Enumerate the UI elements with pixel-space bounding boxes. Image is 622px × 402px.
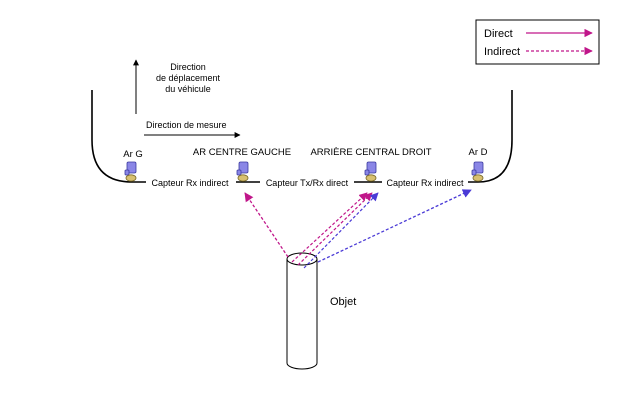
legend-indirect-label: Indirect xyxy=(484,46,520,58)
vehicle-direction-text-2: de déplacement xyxy=(156,73,221,83)
caption-capteur-txrx-direct: Capteur Tx/Rx direct xyxy=(266,178,349,188)
sensor-ar-g xyxy=(124,161,137,182)
caption-capteur-rx-indirect-right: Capteur Rx indirect xyxy=(386,178,464,188)
echo-paths xyxy=(244,189,472,269)
sensor-label-ar-g: Ar G xyxy=(123,149,143,160)
measure-direction-text: Direction de mesure xyxy=(146,120,227,130)
indirect-echo-right xyxy=(317,189,472,263)
sensor-ar-d xyxy=(471,161,484,182)
vehicle-outline xyxy=(91,90,513,183)
caption-capteur-rx-indirect-left: Capteur Rx indirect xyxy=(151,178,229,188)
indirect-echo-left xyxy=(244,192,289,258)
object-label: Objet xyxy=(330,296,356,308)
sensor-ar-centre-gauche xyxy=(236,161,249,182)
vehicle-direction-text-3: du véhicule xyxy=(165,84,211,94)
direct-echo-1 xyxy=(291,192,368,263)
vehicle-direction-text-1: Direction xyxy=(170,62,206,72)
sensor-label-ar-d: Ar D xyxy=(469,147,488,158)
direct-echo-3 xyxy=(303,192,379,269)
object-cylinder xyxy=(286,252,318,370)
legend: Direct Indirect xyxy=(475,19,600,65)
sensor-arriere-central-droit xyxy=(364,161,377,182)
sensor-label-arriere-central-droit: ARRIÈRE CENTRAL DROIT xyxy=(310,147,431,158)
sensor-label-ar-centre-gauche: AR CENTRE GAUCHE xyxy=(193,147,291,158)
direct-echo-2 xyxy=(297,192,373,266)
legend-direct-label: Direct xyxy=(484,28,513,40)
legend-box xyxy=(475,19,600,65)
